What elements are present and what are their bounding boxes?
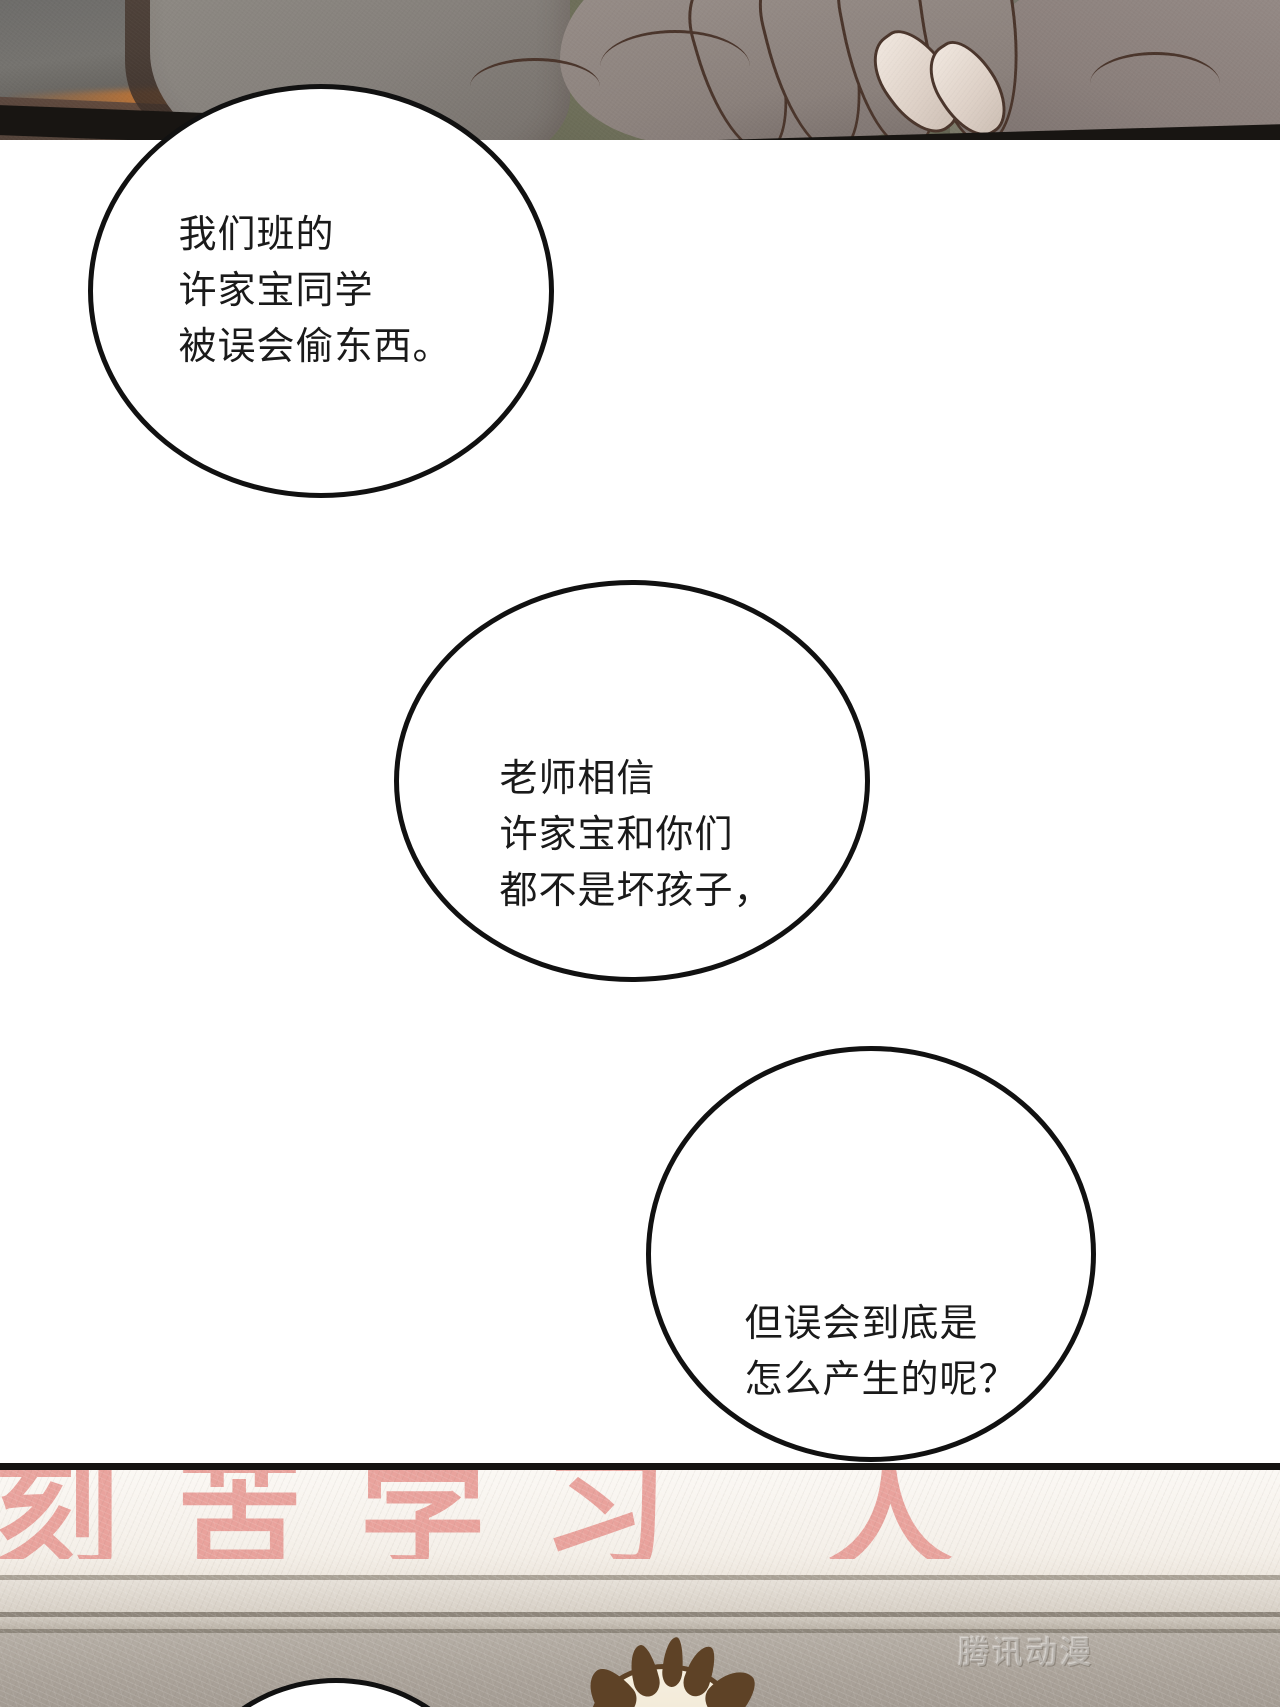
panel-bottom-border-top: [0, 1463, 1280, 1470]
speech-bubble-1[interactable]: 我们班的 许家宝同学 被误会偷东西。: [88, 84, 554, 498]
wainscot-line-middle: [0, 1612, 1280, 1617]
speech-bubble-3-text: 但误会到底是 怎么产生的呢？: [744, 1302, 1018, 1401]
speech-bubble-1-text: 我们班的 许家宝同学 被误会偷东西。: [178, 213, 452, 369]
wainscot-band-lower: [0, 1617, 1280, 1630]
knuckle-crease-1: [470, 58, 600, 115]
speech-bubble-2[interactable]: 老师相信 许家宝和你们 都不是坏孩子，: [394, 580, 870, 982]
speech-bubble-3[interactable]: 但误会到底是 怎么产生的呢？: [646, 1046, 1096, 1462]
upper-wall: [0, 1470, 1280, 1580]
wainscot-line-bottom: [0, 1629, 1280, 1633]
wall-calligraphy-banner: 刻苦学习 人: [0, 1467, 1011, 1559]
knuckle-crease-2: [600, 30, 750, 103]
speech-bubble-2-text: 老师相信 许家宝和你们 都不是坏孩子，: [499, 757, 773, 913]
thumb-crease: [1090, 52, 1220, 115]
wainscot-band-upper: [0, 1580, 1280, 1612]
wainscot-line-top: [0, 1575, 1280, 1580]
